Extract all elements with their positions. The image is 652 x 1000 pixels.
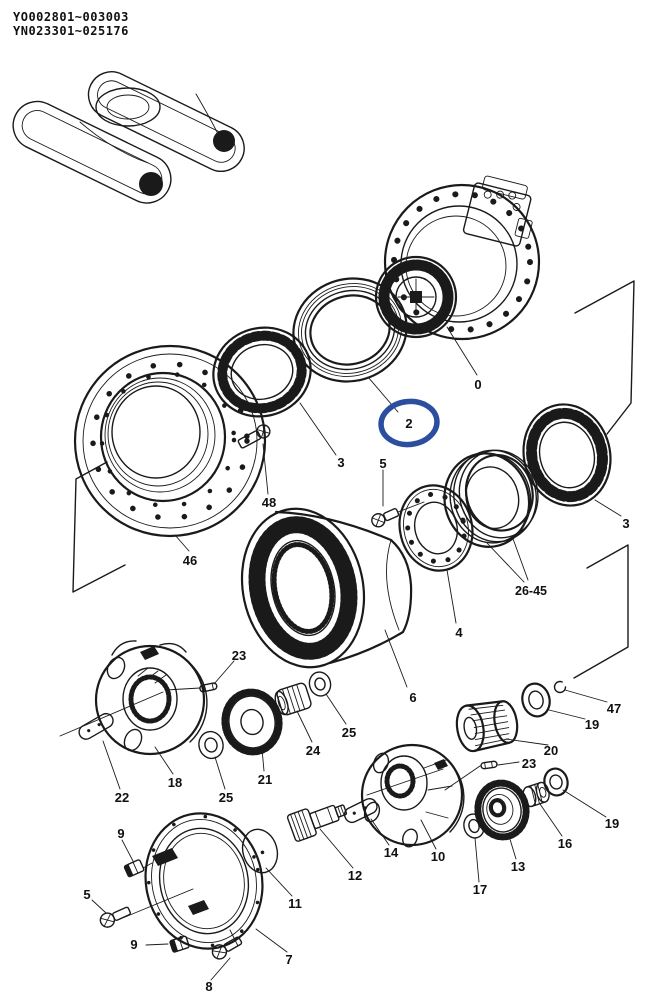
- part-17-washer: [463, 813, 485, 839]
- callout-10: 10: [431, 849, 445, 864]
- part-8-bolt: [211, 936, 243, 960]
- travel-motor-location-icon: [139, 172, 163, 196]
- part-7-cover: [144, 812, 264, 950]
- callout-13: 13: [511, 859, 525, 874]
- part-24-needle-bearing: [274, 682, 312, 716]
- part-3-bearing-left: [212, 326, 312, 418]
- callout-12: 12: [348, 868, 362, 883]
- callout-48: 48: [262, 495, 276, 510]
- callout-7: 7: [285, 952, 292, 967]
- part-0-travel-motor: [374, 175, 541, 341]
- callout-17: 17: [473, 882, 487, 897]
- callout-2-highlighted: 2: [405, 416, 412, 431]
- part-5-bolt-lower: [99, 906, 131, 928]
- callout-5-upper: 5: [379, 456, 386, 471]
- part-46-hub-flange: [73, 344, 267, 538]
- callout-3-left: 3: [337, 455, 344, 470]
- part-19-washer-b: [543, 767, 569, 797]
- part-9-plug-b: [169, 935, 190, 953]
- highlight-circle-icon: [378, 398, 440, 448]
- serial-range-line1: YO002801~003003: [13, 10, 129, 24]
- callout-22: 22: [115, 790, 129, 805]
- callout-9-b: 9: [130, 937, 137, 952]
- highlighted-callout-2[interactable]: 2: [378, 398, 440, 448]
- callout-23-b: 23: [522, 756, 536, 771]
- callout-25-a: 25: [219, 790, 233, 805]
- part-25-washer-a: [198, 730, 224, 760]
- part-4-flange-plate: [398, 484, 474, 572]
- leader-lines: [59, 326, 622, 981]
- part-3-bearing-right: [522, 403, 612, 507]
- serial-range-line2: YN023301~025176: [13, 24, 129, 38]
- callout-21: 21: [258, 772, 272, 787]
- part-6-ring-gear-drum: [240, 507, 413, 669]
- callout-23-a: 23: [232, 648, 246, 663]
- callout-16: 16: [558, 836, 572, 851]
- callout-25-b: 25: [342, 725, 356, 740]
- callout-8: 8: [205, 979, 212, 994]
- callout-46: 46: [183, 553, 197, 568]
- callout-6: 6: [409, 690, 416, 705]
- part-18-planet-carrier-1: [94, 640, 208, 756]
- callout-19-b: 19: [605, 816, 619, 831]
- part-12-drive-shaft: [286, 804, 348, 842]
- callout-19-a: 19: [585, 717, 599, 732]
- part-5-bolt-upper: [371, 508, 400, 528]
- part-10-planet-carrier-2: [360, 743, 465, 848]
- callout-18: 18: [168, 775, 182, 790]
- callout-11: 11: [288, 896, 302, 911]
- part-20-planet-gear-2: [455, 700, 519, 753]
- part-13-sun-gear: [474, 779, 530, 841]
- part-21-planet-gear-1: [221, 688, 283, 756]
- callout-4: 4: [455, 625, 463, 640]
- callout-9-a: 9: [117, 826, 124, 841]
- callout-14: 14: [384, 845, 399, 860]
- callout-3-right: 3: [622, 516, 629, 531]
- travel-motor-location-icon: [213, 130, 235, 152]
- callout-labels: 0 3 5 46 48 3 26-45 4 6 23 18 22 21 25 2…: [83, 377, 629, 994]
- callout-5-lower: 5: [83, 887, 90, 902]
- callout-26-45: 26-45: [515, 584, 547, 598]
- part-23-spring-pin-b: [480, 760, 498, 770]
- part-16-collar: [522, 781, 550, 808]
- part-19-washer-a: [521, 682, 551, 718]
- part-47-snap-ring: [553, 680, 567, 694]
- part-14-coupling: [343, 798, 378, 824]
- part-22-pin: [78, 712, 114, 740]
- part-25-washer-b: [308, 671, 332, 697]
- callout-47: 47: [607, 701, 621, 716]
- part-9-plug-a: [123, 859, 145, 878]
- callout-20: 20: [544, 743, 558, 758]
- part-48-bolt: [237, 424, 271, 449]
- callout-24: 24: [306, 743, 321, 758]
- part-11-shim-disc: [241, 828, 279, 874]
- undercarriage-thumbnail: [12, 71, 245, 204]
- section-frame-lines: [72, 280, 635, 679]
- part-23-spring-pin-a: [199, 682, 218, 693]
- callout-0: 0: [474, 377, 481, 392]
